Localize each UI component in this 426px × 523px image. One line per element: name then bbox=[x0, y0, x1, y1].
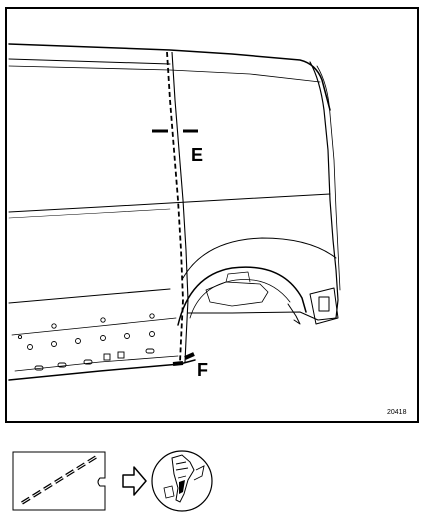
panel-rivets bbox=[17, 313, 155, 371]
wheel-arch-upper-curve bbox=[182, 237, 337, 279]
arrow-shape bbox=[122, 466, 147, 496]
arrow-right-icon bbox=[122, 466, 147, 496]
lower-side-skirt bbox=[11, 317, 177, 336]
main-figure-frame bbox=[5, 7, 419, 423]
mid-rib-line bbox=[8, 193, 331, 213]
section-marker-f-right bbox=[184, 352, 195, 360]
rivet bbox=[149, 331, 155, 337]
panel-slot bbox=[145, 348, 155, 354]
lower-panel-line bbox=[8, 288, 171, 304]
arch-bracket bbox=[287, 303, 301, 325]
label-f: F bbox=[197, 360, 208, 380]
van-body bbox=[8, 43, 341, 381]
section-marker-e: E bbox=[152, 129, 203, 165]
rear-light bbox=[318, 296, 330, 312]
rear-bumper bbox=[309, 287, 339, 325]
wheel-arch-outline bbox=[177, 266, 307, 326]
panel-slot bbox=[34, 365, 44, 371]
rivet bbox=[75, 338, 81, 344]
rivet bbox=[149, 313, 155, 319]
cut-line-inner bbox=[171, 51, 189, 363]
panel-slot bbox=[57, 362, 67, 368]
rear-lower-section bbox=[187, 311, 337, 321]
panel-slot bbox=[103, 353, 111, 361]
rivet bbox=[17, 334, 23, 340]
wheel-arch-inner bbox=[189, 279, 291, 319]
upper-belt-line bbox=[8, 58, 171, 65]
mid-rib-line-lower bbox=[8, 208, 171, 219]
rear-pillar bbox=[309, 61, 339, 319]
rivet bbox=[100, 335, 106, 341]
rear-pillar-inner bbox=[316, 65, 341, 291]
panel-slot bbox=[117, 351, 125, 359]
rivet bbox=[51, 323, 57, 329]
arch-inner-structure-2 bbox=[225, 271, 251, 283]
rivet bbox=[124, 333, 130, 339]
tool-shading bbox=[179, 480, 185, 494]
roof-line bbox=[8, 43, 331, 111]
bottom-sill bbox=[8, 359, 196, 381]
dashed-line-sample-highlight bbox=[21, 456, 97, 504]
section-marker-f: F bbox=[172, 352, 208, 380]
upper-body-line bbox=[8, 65, 321, 83]
cutting-tool-icon bbox=[151, 450, 213, 512]
reference-number: 20418 bbox=[387, 409, 407, 416]
label-e: E bbox=[191, 145, 203, 165]
cut-line-outer bbox=[166, 51, 184, 363]
section-marker-f-left bbox=[172, 361, 184, 366]
tool-tip bbox=[163, 485, 175, 499]
panel-slot bbox=[83, 359, 93, 365]
dashed-line-icon bbox=[12, 451, 106, 511]
rivet bbox=[51, 341, 57, 347]
arch-inner-structure bbox=[205, 281, 269, 307]
tool-body bbox=[171, 454, 195, 503]
rivet bbox=[100, 317, 106, 323]
tool-detail bbox=[175, 461, 205, 481]
rivet bbox=[27, 344, 33, 350]
cut-line bbox=[166, 51, 189, 363]
